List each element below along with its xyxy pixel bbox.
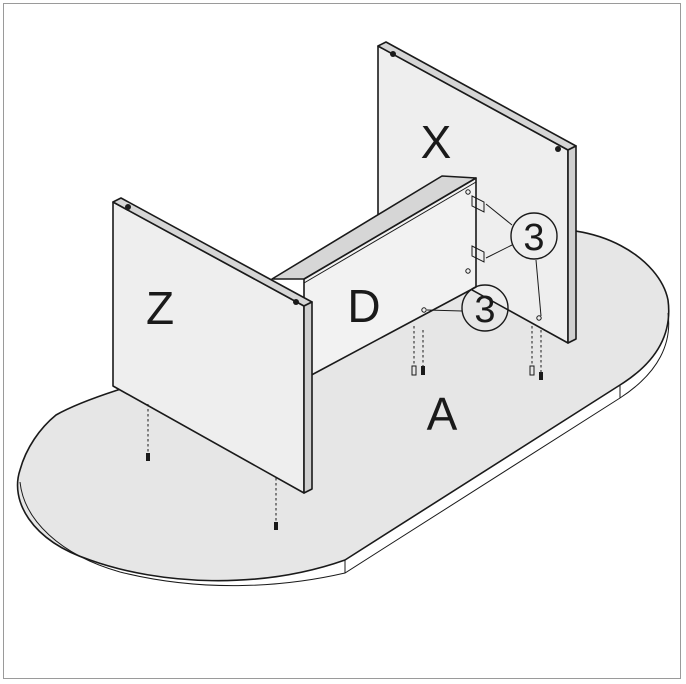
fastener-leaders <box>147 326 542 522</box>
cam-lock-icon <box>125 204 131 210</box>
screw-icon <box>539 372 543 380</box>
bracket-icon <box>471 195 485 213</box>
hole-icon <box>465 189 471 195</box>
screw-icon <box>146 453 150 461</box>
panel-z <box>112 197 313 494</box>
callout-leaders <box>426 203 542 317</box>
label-d: D <box>347 280 380 332</box>
label-a: A <box>427 388 458 440</box>
svg-text:3: 3 <box>523 217 544 259</box>
bracket-icon <box>471 245 485 263</box>
screw-icon <box>274 522 278 530</box>
label-x: X <box>421 116 452 168</box>
callout-lower: 3 <box>461 284 509 332</box>
screw-icon <box>411 365 417 376</box>
cam-lock-icon <box>390 51 396 57</box>
screws <box>146 365 543 530</box>
screw-icon <box>529 365 535 376</box>
svg-text:3: 3 <box>474 289 495 331</box>
hole-icon <box>465 268 471 274</box>
hole-icon <box>421 307 427 313</box>
diagram-frame <box>3 3 681 679</box>
label-z: Z <box>146 282 174 334</box>
hole-icon <box>536 315 542 321</box>
cam-lock-icon <box>555 146 561 152</box>
screw-icon <box>421 366 425 375</box>
callout-upper: 3 <box>510 212 558 260</box>
cam-lock-icon <box>293 299 299 305</box>
